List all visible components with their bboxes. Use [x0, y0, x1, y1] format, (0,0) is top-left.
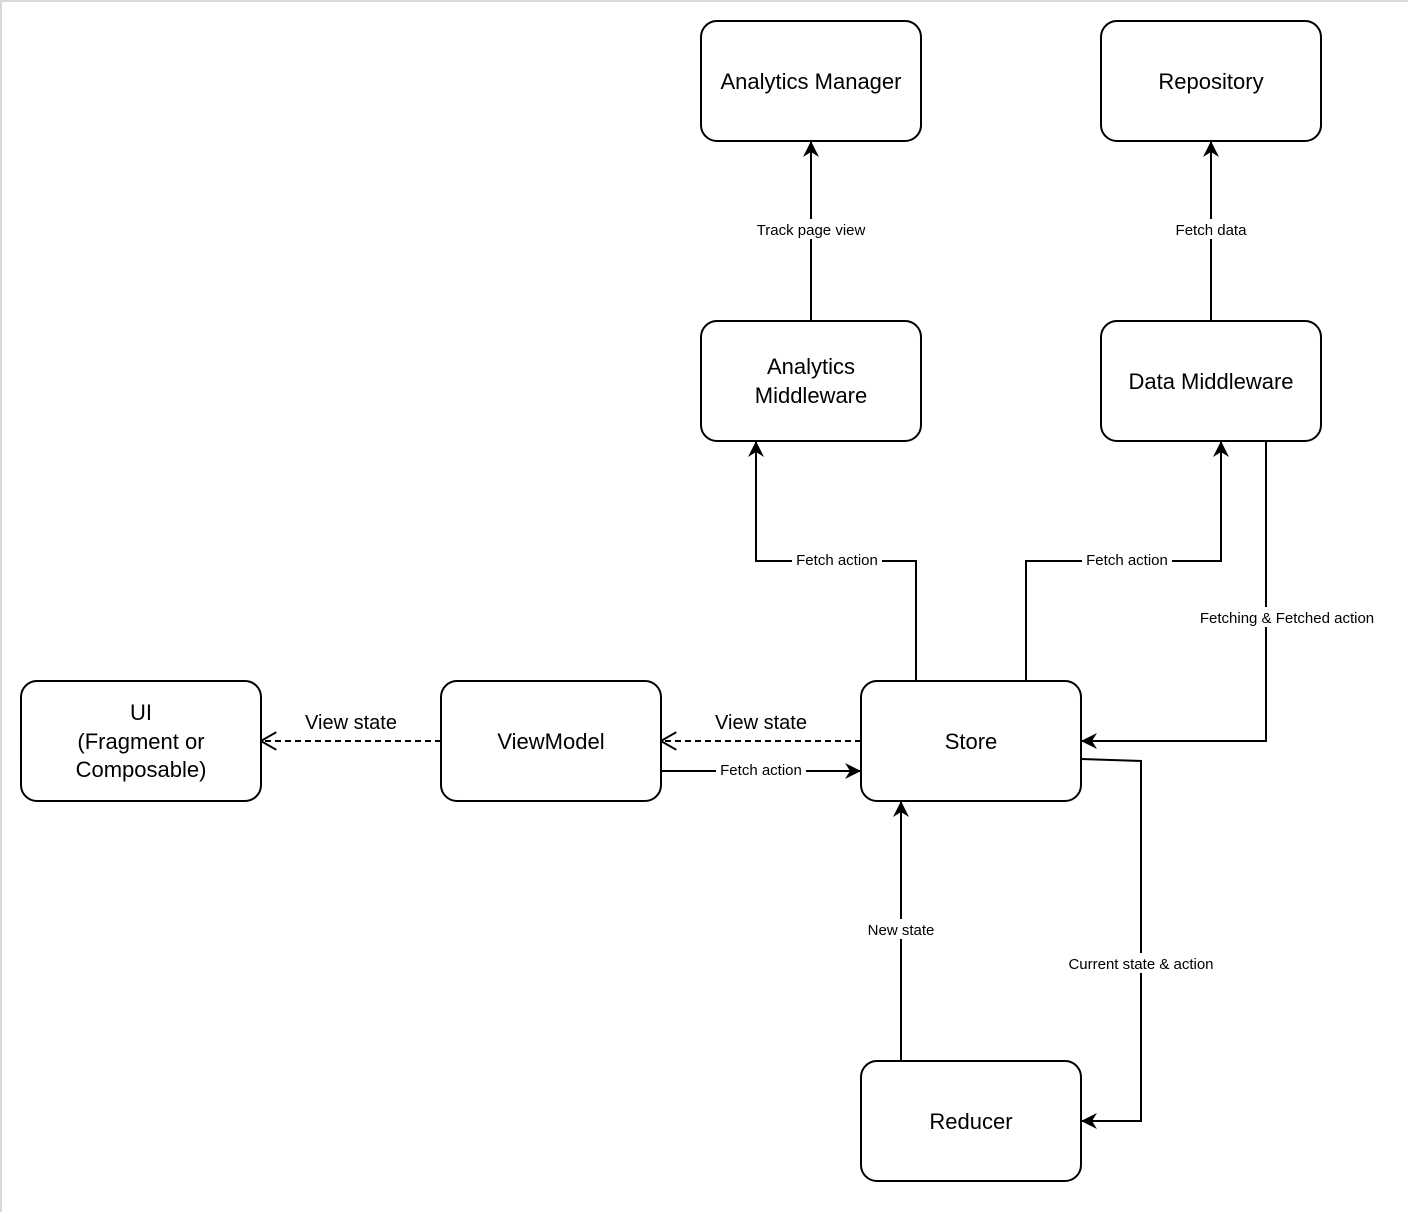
- label-view-state-ui: View state: [305, 712, 397, 734]
- label-new-state: New state: [862, 919, 940, 939]
- label-view-state-vm-text: View state: [715, 712, 807, 734]
- label-fetch-action-data: Fetch action: [1082, 550, 1172, 570]
- label-view-state-vm: View state: [715, 712, 807, 734]
- label-current-state-action: Current state & action: [1060, 953, 1222, 973]
- label-fetch-action-data-text: Fetch action: [1086, 552, 1168, 569]
- node-ui[interactable]: UI (Fragment or Composable): [20, 680, 262, 802]
- edge-fetching-fetched: [1081, 441, 1267, 749]
- node-analytics-middleware[interactable]: Analytics Middleware: [700, 320, 922, 442]
- node-viewmodel-label: ViewModel: [497, 729, 604, 754]
- node-data-middleware-label: Data Middleware: [1128, 369, 1293, 394]
- node-store-label: Store: [945, 729, 998, 754]
- label-fetch-action-analytics: Fetch action: [792, 550, 882, 570]
- label-fetch-action-vm-text: Fetch action: [720, 762, 802, 779]
- node-data-middleware[interactable]: Data Middleware: [1100, 320, 1322, 442]
- node-viewmodel[interactable]: ViewModel: [440, 680, 662, 802]
- label-fetch-data: Fetch data: [1170, 219, 1252, 239]
- node-analytics-manager[interactable]: Analytics Manager: [700, 20, 922, 142]
- node-reducer[interactable]: Reducer: [860, 1060, 1082, 1182]
- node-analytics-middleware-label-line2: Middleware: [755, 383, 868, 408]
- node-ui-label-line2: (Fragment or: [77, 729, 204, 754]
- label-fetching-fetched-text: Fetching & Fetched action: [1200, 610, 1374, 627]
- label-view-state-ui-text: View state: [305, 712, 397, 734]
- label-fetch-data-text: Fetch data: [1176, 222, 1248, 239]
- edge-current-state-action: [1080, 758, 1142, 1129]
- label-current-state-action-text: Current state & action: [1068, 956, 1213, 973]
- label-track-page-view-text: Track page view: [757, 222, 866, 239]
- node-store[interactable]: Store: [860, 680, 1082, 802]
- label-fetching-fetched: Fetching & Fetched action: [1190, 607, 1382, 627]
- label-fetch-action-vm: Fetch action: [716, 760, 806, 780]
- node-reducer-label: Reducer: [929, 1109, 1012, 1134]
- node-ui-label-line1: UI: [130, 700, 152, 725]
- node-repository[interactable]: Repository: [1100, 20, 1322, 142]
- label-new-state-text: New state: [868, 922, 935, 939]
- label-fetch-action-analytics-text: Fetch action: [796, 552, 878, 569]
- label-track-page-view: Track page view: [750, 219, 872, 239]
- node-ui-label-line3: Composable): [76, 757, 207, 782]
- node-repository-label: Repository: [1158, 69, 1263, 94]
- node-analytics-manager-label: Analytics Manager: [721, 69, 902, 94]
- node-analytics-middleware-label-line1: Analytics: [767, 354, 855, 379]
